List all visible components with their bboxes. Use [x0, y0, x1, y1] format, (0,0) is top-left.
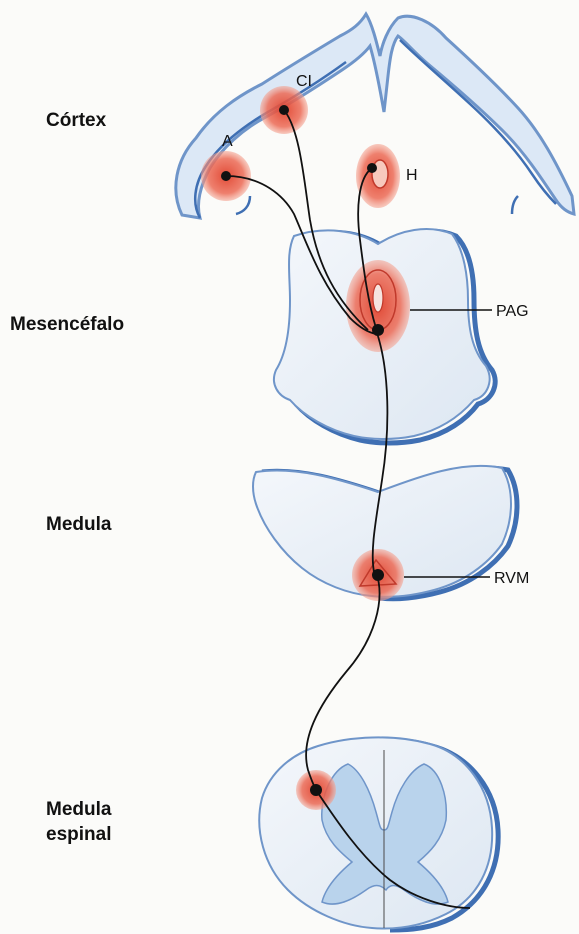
label-rvm: RVM — [494, 570, 529, 587]
label-spinal-line2: espinal — [46, 824, 111, 845]
cell-a — [221, 171, 231, 181]
label-pag: PAG — [496, 303, 529, 320]
cell-pag — [372, 324, 384, 336]
nucleus-pag-aqueduct — [373, 284, 383, 312]
label-medulla: Medula — [46, 514, 112, 535]
cell-rvm — [372, 569, 384, 581]
label-cortex: Córtex — [46, 110, 107, 131]
label-a: A — [222, 133, 233, 150]
label-spinal-line1: Medula — [46, 799, 112, 820]
label-mesencephalon: Mesencéfalo — [10, 314, 124, 335]
cell-spinal — [310, 784, 322, 796]
cortex-hook-right — [512, 196, 518, 214]
label-ci: CI — [296, 73, 312, 90]
cortex-hook-left — [236, 196, 250, 214]
nuclei — [201, 86, 410, 810]
cortex-inner-edge-right — [400, 40, 556, 204]
cell-ci — [279, 105, 289, 115]
label-h: H — [406, 167, 418, 184]
spinal-cord-section — [259, 737, 498, 930]
cell-h — [367, 163, 377, 173]
